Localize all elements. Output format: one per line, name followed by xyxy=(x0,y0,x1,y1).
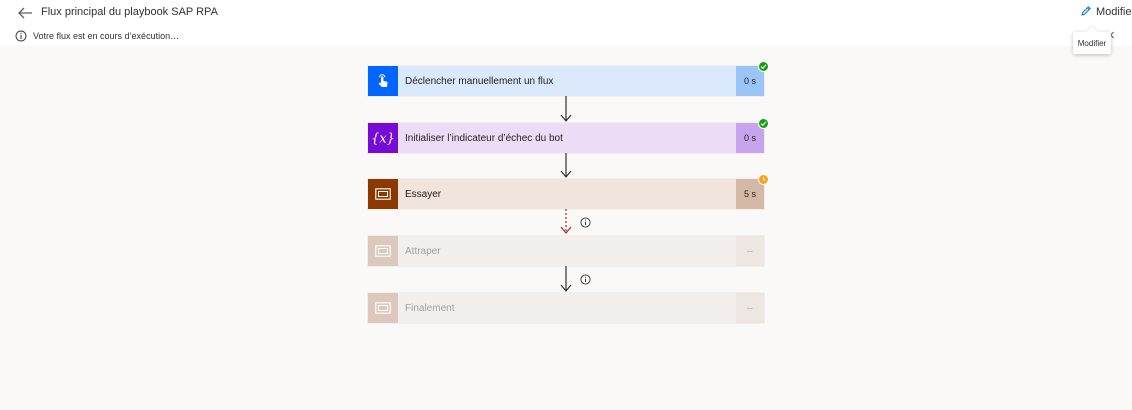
step-duration: 0 s xyxy=(736,66,764,96)
step-catch-scope[interactable]: Attraper -- xyxy=(368,236,764,266)
step-try-scope[interactable]: Essayer 5 s xyxy=(368,174,769,209)
step-label: Initialiser l’indicateur d’échec du bot xyxy=(405,132,563,144)
connector-arrow-icon xyxy=(560,96,572,122)
step-trigger[interactable]: Déclencher manuellement un flux 0 s xyxy=(368,61,769,96)
connector-arrow-icon xyxy=(560,153,572,178)
step-label: Déclencher manuellement un flux xyxy=(405,75,554,87)
info-icon xyxy=(15,30,27,42)
back-arrow-icon[interactable] xyxy=(15,4,35,22)
success-check-icon xyxy=(758,118,769,129)
info-message: Votre flux est en cours d’exécution… xyxy=(33,31,180,41)
run-after-info-icon[interactable] xyxy=(580,217,591,228)
step-initialize-variable[interactable]: {x} Initialiser l’indicateur d’échec du … xyxy=(368,118,769,153)
step-label: Attraper xyxy=(405,245,441,257)
run-after-arrow-icon xyxy=(560,209,572,234)
run-after-info-icon[interactable] xyxy=(580,274,591,285)
top-bar: Flux principal du playbook SAP RPA Modif… xyxy=(0,0,1132,46)
page-title: Flux principal du playbook SAP RPA xyxy=(41,6,218,18)
step-label: Essayer xyxy=(405,188,442,200)
scope-icon xyxy=(368,236,398,266)
variable-icon: {x} xyxy=(368,123,398,153)
pencil-icon xyxy=(1080,5,1092,20)
success-check-icon xyxy=(758,61,769,72)
step-duration: -- xyxy=(736,236,764,266)
edit-button-label: Modifier xyxy=(1096,6,1132,18)
edit-button[interactable]: Modifier xyxy=(1080,4,1132,20)
edit-tooltip: Modifier xyxy=(1073,32,1111,54)
scope-icon xyxy=(368,179,398,209)
step-duration: 5 s xyxy=(736,179,764,209)
info-bar: Votre flux est en cours d’exécution… ✕ xyxy=(0,28,1132,45)
step-duration: -- xyxy=(736,293,764,323)
touch-icon xyxy=(368,66,398,96)
svg-text:{x}: {x} xyxy=(372,132,394,147)
connector-arrow-icon xyxy=(560,266,572,292)
scope-icon xyxy=(368,293,398,323)
step-duration: 0 s xyxy=(736,123,764,153)
step-finally-scope[interactable]: Finalement -- xyxy=(368,293,764,323)
running-clock-icon xyxy=(758,174,769,185)
step-label: Finalement xyxy=(405,302,455,314)
